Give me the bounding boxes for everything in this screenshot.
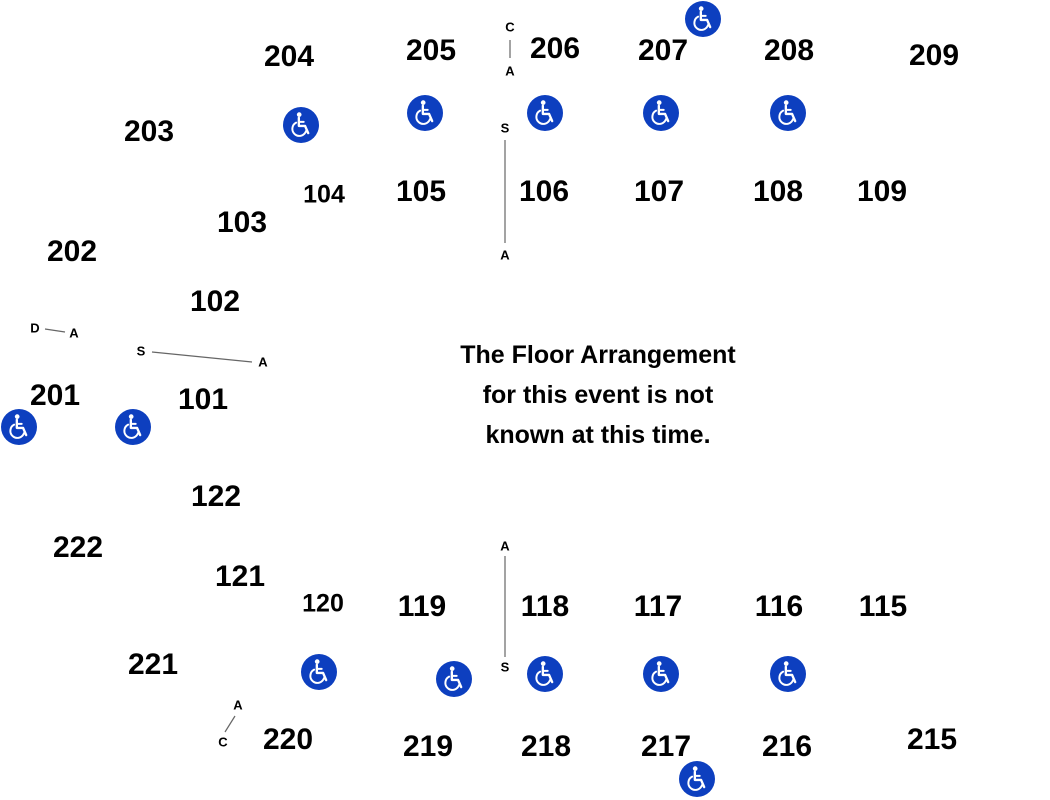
section-204[interactable]: 204 [263, 40, 315, 73]
wheelchair-accessible-icon[interactable] [436, 661, 472, 697]
entrance-label: S [136, 343, 146, 359]
wheelchair-accessible-icon[interactable] [283, 107, 319, 143]
section-117[interactable]: 117 [633, 590, 683, 623]
entrance-label: C [218, 734, 228, 750]
section-109[interactable]: 109 [856, 175, 908, 208]
entrance-label: A [69, 325, 79, 341]
entrance-label: S [500, 120, 510, 136]
section-205[interactable]: 205 [405, 34, 457, 67]
section-216[interactable]: 216 [761, 730, 813, 763]
wheelchair-accessible-icon[interactable] [770, 656, 806, 692]
wheelchair-accessible-icon[interactable] [527, 656, 563, 692]
section-202[interactable]: 202 [46, 235, 98, 268]
wheelchair-accessible-icon[interactable] [301, 654, 337, 690]
entrance-label: A [500, 538, 510, 554]
entrance-label: S [500, 659, 510, 675]
entrance-label: C [505, 19, 515, 35]
entrance-label: D [30, 320, 40, 336]
section-218[interactable]: 218 [520, 730, 572, 763]
wheelchair-accessible-icon[interactable] [770, 95, 806, 131]
entrance-label: A [505, 63, 515, 79]
section-115[interactable]: 115 [858, 590, 908, 623]
section-219[interactable]: 219 [402, 730, 454, 763]
section-106[interactable]: 106 [518, 175, 570, 208]
section-221[interactable]: 221 [127, 648, 179, 681]
section-118[interactable]: 118 [520, 590, 570, 623]
wheelchair-accessible-icon[interactable] [643, 95, 679, 131]
entrance-label: A [500, 247, 510, 263]
notice-line: The Floor Arrangement [460, 341, 736, 369]
section-220[interactable]: 220 [262, 723, 314, 756]
section-107[interactable]: 107 [633, 175, 685, 208]
section-217[interactable]: 217 [640, 730, 692, 763]
section-105[interactable]: 105 [395, 175, 447, 208]
section-119[interactable]: 119 [397, 590, 447, 623]
wheelchair-accessible-icon[interactable] [407, 95, 443, 131]
section-208[interactable]: 208 [763, 34, 815, 67]
connector-line [44, 328, 66, 333]
connector-line [151, 351, 253, 363]
wheelchair-accessible-icon[interactable] [527, 95, 563, 131]
section-102[interactable]: 102 [189, 285, 241, 318]
wheelchair-accessible-icon[interactable] [115, 409, 151, 445]
wheelchair-accessible-icon[interactable] [685, 1, 721, 37]
section-201[interactable]: 201 [29, 379, 81, 412]
section-206[interactable]: 206 [529, 32, 581, 65]
section-103[interactable]: 103 [216, 206, 268, 239]
notice-line: for this event is not [482, 381, 714, 409]
section-222[interactable]: 222 [52, 531, 104, 564]
section-104[interactable]: 104 [303, 180, 345, 209]
floor-arrangement-notice: The Floor Arrangement for this event is … [418, 335, 778, 455]
wheelchair-accessible-icon[interactable] [643, 656, 679, 692]
wheelchair-accessible-icon[interactable] [679, 761, 715, 797]
section-207[interactable]: 207 [637, 34, 689, 67]
entrance-label: A [233, 697, 243, 713]
notice-line: known at this time. [485, 421, 711, 449]
section-203[interactable]: 203 [123, 115, 175, 148]
section-215[interactable]: 215 [906, 723, 958, 756]
section-116[interactable]: 116 [754, 590, 804, 623]
section-209[interactable]: 209 [908, 39, 960, 72]
entrance-label: A [258, 354, 268, 370]
section-121[interactable]: 121 [214, 560, 266, 593]
wheelchair-accessible-icon[interactable] [1, 409, 37, 445]
section-101[interactable]: 101 [177, 383, 229, 416]
section-120[interactable]: 120 [302, 589, 344, 618]
connector-line [224, 715, 236, 733]
section-122[interactable]: 122 [190, 480, 242, 513]
section-108[interactable]: 108 [752, 175, 804, 208]
